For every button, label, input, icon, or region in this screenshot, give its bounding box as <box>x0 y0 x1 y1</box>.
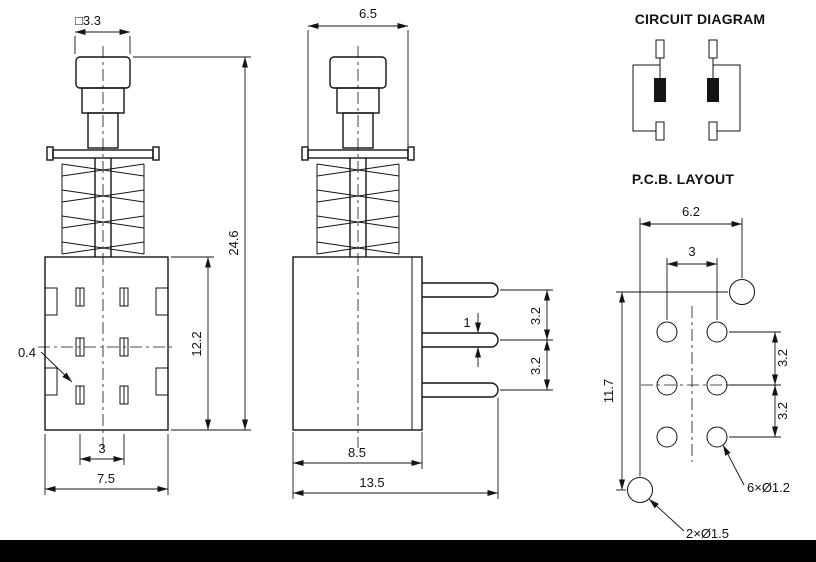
side-dimension-lines <box>292 23 553 499</box>
dim-pin-column-spacing-label: 3 <box>98 441 105 456</box>
dim-peg-span-horizontal-label: 6.2 <box>682 204 700 219</box>
dim-peg-span-vertical-label: 11.7 <box>601 379 616 403</box>
dim-body-height-label: 12.2 <box>189 331 204 356</box>
plunger-stem-front <box>87 112 119 149</box>
pcb-layout-title: P.C.B. LAYOUT <box>632 171 734 187</box>
dim-hole-column-spacing-label: 3 <box>688 244 695 259</box>
dim-body-depth-label: 8.5 <box>348 445 366 460</box>
pcb-layout: P.C.B. LAYOUT <box>601 171 790 541</box>
dim-overall-depth-label: 13.5 <box>359 475 384 490</box>
dim-pin-pitch-upper-label: 3.2 <box>528 307 543 325</box>
terminal-bottom-left <box>655 121 665 141</box>
dim-pin-thickness-label: 0.4 <box>18 345 36 360</box>
label-terminal-holes: 6×Ø1.2 <box>747 480 790 495</box>
front-view: □3.3 24.6 12.2 0.4 3 7.5 <box>18 13 251 495</box>
dim-flange-width-label: 6.5 <box>359 6 377 21</box>
contact-right <box>707 78 719 102</box>
spring-side <box>316 163 400 255</box>
flange-front <box>46 146 160 161</box>
body-side-notches-front <box>44 287 169 396</box>
dim-cap-width-label: □3.3 <box>75 13 101 28</box>
spring-front <box>61 163 145 255</box>
label-locating-holes: 2×Ø1.5 <box>686 526 729 541</box>
terminal-bottom-right <box>708 121 718 141</box>
dim-pin-width-label: 1 <box>463 315 470 330</box>
circuit-diagram-title: CIRCUIT DIAGRAM <box>635 11 766 27</box>
flange-side <box>301 146 415 161</box>
pcb-dimension-lines <box>616 218 781 532</box>
dim-body-width-label: 7.5 <box>97 471 115 486</box>
terminal-top-left <box>655 39 665 59</box>
pcb-terminal-holes <box>656 321 728 448</box>
front-dimension-lines <box>40 29 251 495</box>
terminal-pins-side <box>422 282 499 398</box>
side-view: 6.5 1 3.2 3.2 8.5 13.5 <box>292 6 553 499</box>
terminal-top-right <box>708 39 718 59</box>
dim-hole-row-pitch-lower-label: 3.2 <box>775 402 790 420</box>
plunger-stem-side <box>342 112 374 149</box>
leader-terminal-holes <box>722 444 745 486</box>
dim-hole-row-pitch-upper-label: 3.2 <box>775 349 790 367</box>
terminal-pins-front <box>75 287 129 405</box>
dim-pin-pitch-lower-label: 3.2 <box>528 357 543 375</box>
leader-locating-holes <box>648 498 685 532</box>
contact-left <box>654 78 666 102</box>
switch-body-side <box>292 256 423 431</box>
pcb-locating-holes <box>627 279 755 503</box>
footer-bar <box>0 540 816 562</box>
switch-body-front <box>44 256 169 431</box>
dim-total-height-label: 24.6 <box>226 230 241 255</box>
circuit-diagram: CIRCUIT DIAGRAM <box>632 11 766 141</box>
circuit-switch-left <box>632 39 666 141</box>
circuit-switch-right <box>707 39 741 141</box>
